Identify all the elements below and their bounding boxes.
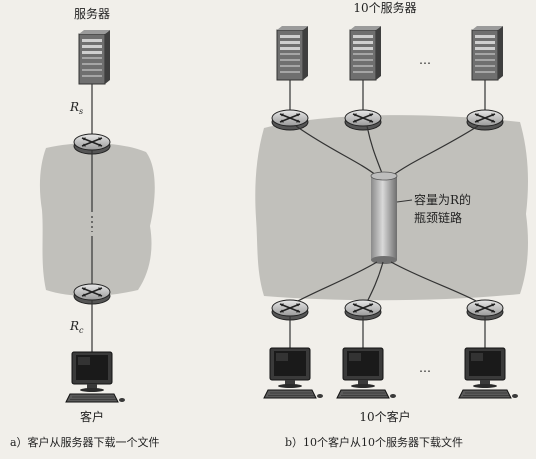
server-label: 服务器	[74, 6, 110, 21]
client-computer-icon	[263, 347, 324, 399]
diverging-link	[390, 261, 479, 303]
router-icon	[271, 109, 309, 131]
router-icon	[466, 109, 504, 131]
caption-b: b）10个客户从10个服务器下载文件	[285, 435, 463, 449]
bottleneck-link	[370, 171, 398, 264]
panel-b: 10个服务器 … 容量为R的 瓶颈链路	[255, 0, 529, 449]
server-icon	[471, 25, 504, 81]
server-icon	[349, 25, 382, 81]
network-cloud-a	[39, 143, 155, 296]
client-computer-icon	[458, 347, 519, 399]
bottleneck-label-line1: 容量为R的	[414, 192, 471, 207]
client-computer-icon	[65, 351, 126, 403]
bottleneck-pointer	[396, 199, 413, 203]
client-rate-label: Rc	[69, 319, 84, 335]
diverging-link	[366, 261, 384, 303]
converging-link	[391, 125, 479, 177]
server-rate-label: Rs	[69, 100, 83, 116]
converging-link	[295, 125, 378, 177]
caption-a: a）客户从服务器下载一个文件	[10, 435, 160, 449]
client-label: 客户	[80, 409, 104, 424]
server-ellipsis: …	[419, 53, 431, 67]
servers-label: 10个服务器	[353, 0, 416, 15]
server-icon	[78, 29, 111, 85]
router-icon	[344, 109, 382, 131]
client-computer-icon	[336, 347, 397, 399]
bottleneck-label-line2: 瓶颈链路	[414, 210, 462, 225]
server-icon	[276, 25, 309, 81]
panel-a: 服务器 Rs Rc 客户 a）客户从服务器下载一个文件	[10, 6, 160, 449]
client-ellipsis: …	[419, 361, 431, 375]
diverging-link	[295, 261, 378, 303]
clients-label: 10个客户	[359, 409, 410, 424]
